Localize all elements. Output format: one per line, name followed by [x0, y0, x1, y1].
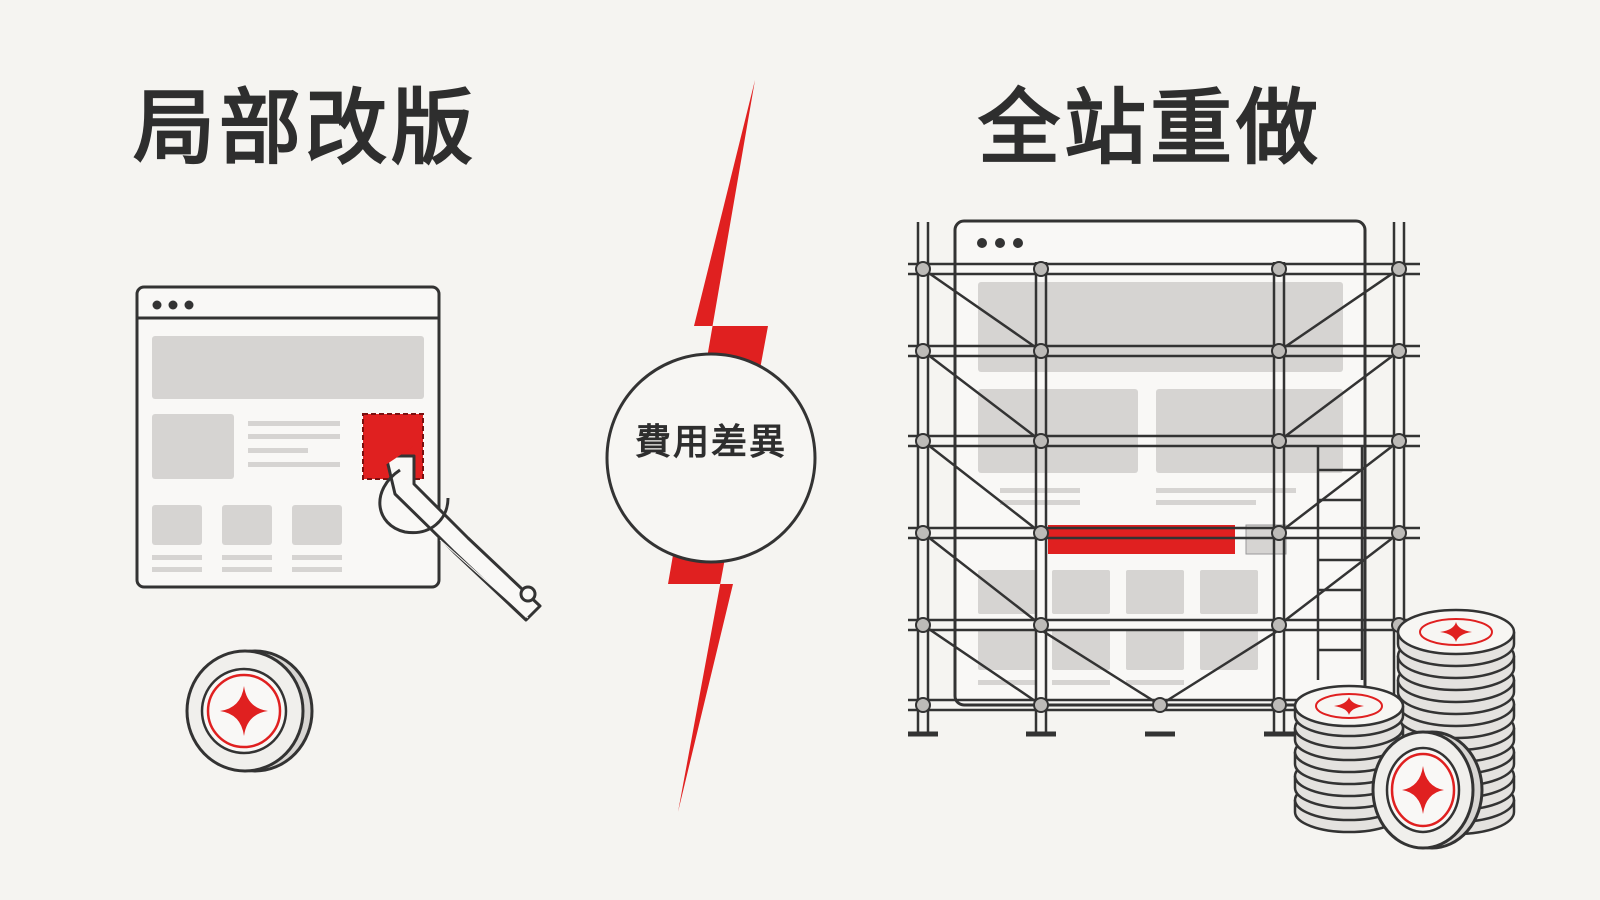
cost-difference-label: 費用差異 [634, 422, 787, 463]
single-coin-icon [185, 649, 314, 773]
large-browser-window [953, 219, 1367, 707]
scaffolding-joints [915, 261, 1407, 713]
upright-coin-icon [1371, 730, 1484, 850]
wrench-icon [378, 446, 542, 622]
partial-redesign-title: 局部改版 [133, 81, 478, 176]
small-browser-window [135, 285, 441, 589]
cost-difference-circle [605, 352, 817, 564]
scaffolding-structure [908, 222, 1420, 737]
highlighted-bar [1048, 525, 1235, 554]
full-rebuild-title: 全站重做 [978, 81, 1323, 176]
